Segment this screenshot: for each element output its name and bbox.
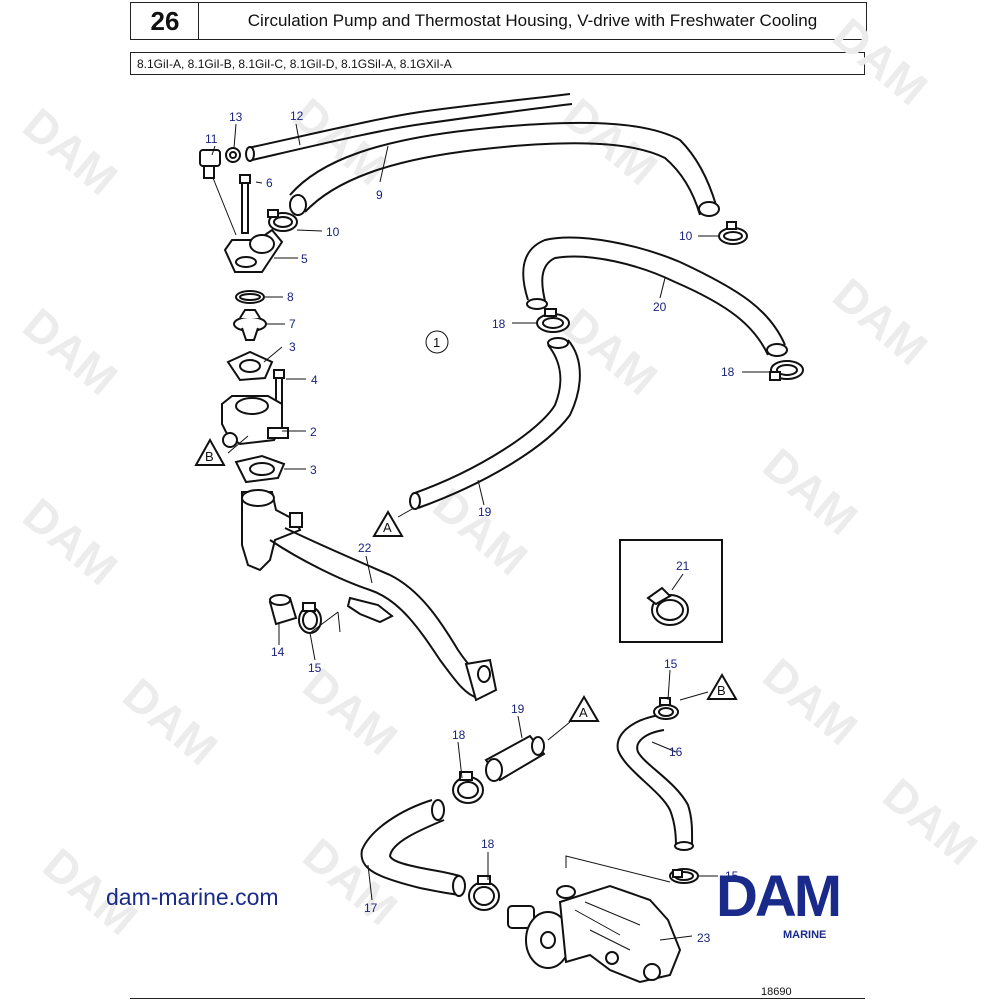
- page-title: Circulation Pump and Thermostat Housing,…: [198, 2, 867, 40]
- washer-13: [225, 147, 241, 163]
- watermark-text: DAM: [824, 268, 938, 375]
- callout-7: 7: [289, 317, 296, 331]
- hose-9: [289, 121, 720, 217]
- callout-14: 14: [271, 645, 285, 659]
- ref-triangle-a-upper: A: [372, 510, 404, 537]
- clamp-10-right: [718, 221, 748, 245]
- watermark-text: DAM: [754, 648, 868, 755]
- ref-label: A: [383, 520, 392, 535]
- hose-19-lower: [484, 734, 546, 782]
- callout-8: 8: [287, 290, 294, 304]
- clamp-18-right: [769, 360, 804, 381]
- ref-triangle-a-lower: A: [568, 695, 600, 722]
- callout-16: 16: [669, 745, 683, 759]
- thermostat-7: [233, 309, 267, 341]
- hose-16: [616, 714, 694, 851]
- section-number: 26: [130, 2, 200, 40]
- callout-17: 17: [364, 901, 378, 915]
- callout-15-right-lower: 15: [725, 869, 739, 883]
- watermark-text: DAM: [14, 488, 128, 595]
- drawing-number: 18690: [761, 986, 792, 998]
- callout-numbers: 13 11 12 6 9 10 10 5 8 20 7 18 3 18 4 2 …: [205, 109, 739, 945]
- hose-17: [360, 799, 466, 897]
- website-link[interactable]: dam-marine.com: [106, 884, 279, 910]
- callout-11: 11: [205, 132, 218, 146]
- watermark-text: DAM: [14, 298, 128, 405]
- clamp-15-lower-left: [298, 602, 322, 634]
- callout-6: 6: [266, 176, 273, 190]
- ref-label: A: [579, 705, 588, 720]
- clamp-10-left: [267, 209, 298, 232]
- watermark-layer: DAM DAM DAM DAM DAM DAM DAM DAM DAM DAM …: [14, 8, 988, 945]
- callout-1-circle: 1: [425, 330, 449, 354]
- brand-logo: DAM: [716, 864, 842, 929]
- gasket-3-upper: [226, 350, 274, 382]
- callout-15-right-upper: 15: [664, 657, 678, 671]
- elbow-22: [241, 489, 498, 702]
- watermark-text: DAM: [754, 438, 868, 545]
- ref-triangle-b-upper: B: [194, 437, 226, 466]
- callout-19-lower: 19: [511, 702, 525, 716]
- callout-13: 13: [229, 110, 243, 124]
- callout-5: 5: [301, 252, 308, 266]
- bottom-border: [130, 998, 865, 999]
- hose-19-upper: [409, 337, 581, 510]
- watermark-text: DAM: [424, 478, 538, 585]
- watermark-text: DAM: [294, 828, 408, 935]
- watermark-text: DAM: [874, 768, 988, 875]
- callout-18-right: 18: [721, 365, 735, 379]
- ref-triangle-b-lower: B: [706, 673, 738, 700]
- callout-9: 9: [376, 188, 383, 202]
- thermostat-base-2: [221, 395, 289, 448]
- thermostat-housing-5: [223, 228, 284, 273]
- watermark-text: DAM: [114, 668, 228, 775]
- watermark-text: DAM: [14, 98, 128, 205]
- callout-4: 4: [311, 373, 318, 387]
- callout-23: 23: [697, 931, 711, 945]
- gasket-3-lower: [234, 454, 286, 484]
- callout-22: 22: [358, 541, 372, 555]
- hose-20: [522, 236, 788, 357]
- clamp-15-right-upper: [653, 697, 679, 720]
- clamp-15-right-lower: [669, 868, 699, 884]
- callout-12: 12: [290, 109, 304, 123]
- o-ring-8: [235, 290, 265, 304]
- leader-lines: [211, 123, 770, 941]
- clamp-18-upper: [536, 308, 570, 333]
- bolt-6: [239, 174, 251, 234]
- callout-10-right: 10: [679, 229, 693, 243]
- watermark-text: DAM: [824, 8, 938, 115]
- clamp-18-lower-a: [452, 771, 484, 804]
- callout-3-upper: 3: [289, 340, 296, 354]
- hose-12: [245, 93, 573, 162]
- callout-number: 1: [433, 335, 440, 350]
- fitting-11: [199, 149, 221, 179]
- callout-15-lower-left: 15: [308, 661, 322, 675]
- callout-10-left: 10: [326, 225, 340, 239]
- callout-19-upper: 19: [478, 505, 492, 519]
- ref-label: B: [717, 683, 726, 698]
- detail-inset-box: [619, 539, 723, 643]
- clamp-18-lower-b: [468, 875, 500, 911]
- callout-2: 2: [310, 425, 317, 439]
- clamp-21: [646, 586, 689, 626]
- callout-18-upper: 18: [492, 317, 506, 331]
- ref-label: B: [205, 449, 214, 464]
- callout-21: 21: [676, 559, 690, 573]
- model-list: 8.1GiI-A, 8.1GiI-B, 8.1GiI-C, 8.1GiI-D, …: [130, 52, 865, 75]
- callout-18-lower-b: 18: [481, 837, 495, 851]
- watermark-text: DAM: [554, 298, 668, 405]
- callout-3-lower: 3: [310, 463, 317, 477]
- sleeve-14: [268, 594, 298, 626]
- callout-18-lower-a: 18: [452, 728, 466, 742]
- callout-20: 20: [653, 300, 667, 314]
- water-pump-23: [507, 884, 682, 984]
- brand-subtitle: MARINE: [783, 929, 827, 941]
